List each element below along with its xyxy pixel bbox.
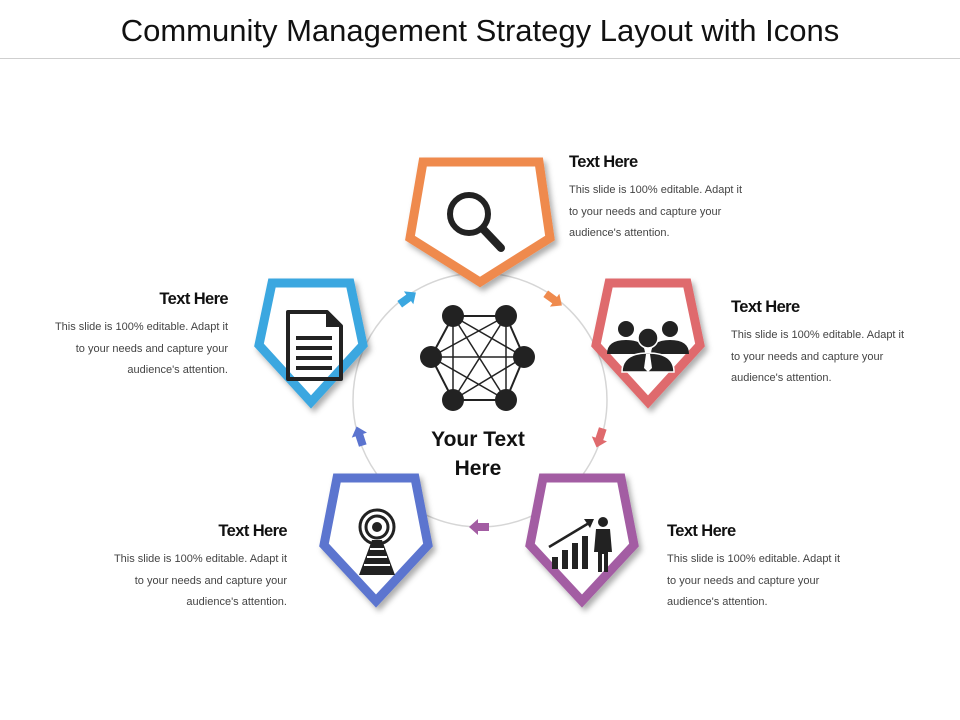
magnifier-icon [447,192,505,252]
arrow-bottom-right-to-bottom-left [469,519,489,535]
arrow-left-to-top [397,291,416,308]
slide-title: Community Management Strategy Layout wit… [120,13,840,48]
text-block-body: This slide is 100% editable. Adapt it to… [667,553,841,608]
text-block-body: This slide is 100% editable. Adapt it to… [113,553,287,608]
pentagon-bottom-left [319,473,433,608]
arrow-top-to-right [543,290,562,307]
document-icon [286,310,343,381]
arrow-bottom-left-to-left [351,426,367,447]
text-block-heading: Text Here [667,522,736,540]
title-divider [0,58,960,59]
pentagon-top [405,157,555,288]
text-block-bottom-left: Text Here This slide is 100% editable. A… [102,522,288,614]
pentagon-left [254,278,368,409]
growth-chart-businessman-icon [548,517,612,572]
team-icon [607,321,689,373]
text-block-heading: Text Here [569,153,638,171]
broadcast-tower-icon [358,508,396,575]
text-block-body: This slide is 100% editable. Adapt it to… [731,329,905,384]
text-block-body: This slide is 100% editable. Adapt it to… [54,321,228,376]
text-block-left: Text Here This slide is 100% editable. A… [43,290,229,382]
arrow-right-to-bottom-right [591,427,607,448]
text-block-right: Text Here This slide is 100% editable. A… [731,298,916,390]
text-block-top: Text Here This slide is 100% editable. A… [569,153,754,245]
text-block-bottom-right: Text Here This slide is 100% editable. A… [667,522,852,614]
text-block-heading: Text Here [218,522,287,540]
network-icon [420,305,535,411]
text-block-heading: Text Here [159,290,228,308]
text-block-heading: Text Here [731,298,800,316]
center-label: Your Text Here [431,428,525,480]
text-block-body: This slide is 100% editable. Adapt it to… [569,184,743,239]
